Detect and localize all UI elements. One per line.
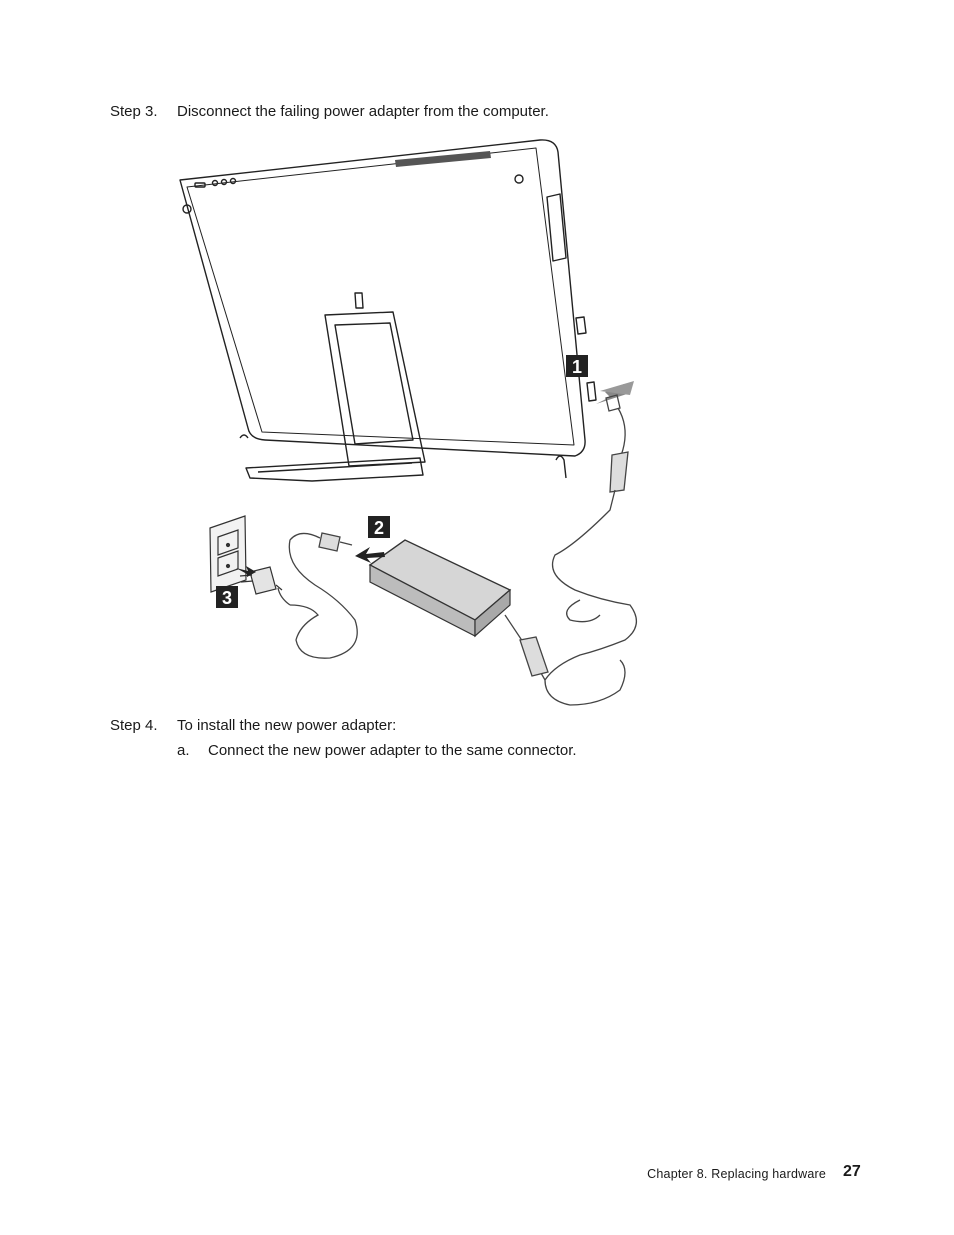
substep-text: Connect the new power adapter to the sam… bbox=[208, 742, 577, 759]
callout-badge-3: 3 bbox=[216, 586, 238, 608]
step-text: Disconnect the failing power adapter fro… bbox=[177, 103, 549, 120]
computer-stand bbox=[245, 292, 426, 482]
step-number: Step 4. bbox=[110, 717, 158, 734]
callout-badge-2: 2 bbox=[368, 516, 390, 538]
page-footer: Chapter 8. Replacing hardware 27 bbox=[0, 1163, 954, 1184]
substep-letter: a. bbox=[177, 742, 190, 759]
substep-a: a. Connect the new power adapter to the … bbox=[177, 742, 577, 760]
callout-1-arrow bbox=[596, 381, 634, 404]
callout-badge-1: 1 bbox=[566, 355, 588, 377]
step-text: To install the new power adapter: bbox=[177, 717, 397, 734]
step-3: Step 3. Disconnect the failing power ada… bbox=[110, 103, 549, 121]
callout-label-3: 3 bbox=[222, 588, 232, 608]
power-adapter-removal-illustration: 1 2 3 bbox=[179, 139, 637, 706]
step-4: Step 4. To install the new power adapter… bbox=[110, 717, 396, 735]
callout-3-arrow bbox=[236, 566, 256, 577]
chapter-title: Chapter 8. Replacing hardware bbox=[647, 1167, 826, 1181]
page-number: 27 bbox=[843, 1163, 861, 1180]
power-adapter-brick bbox=[368, 539, 512, 638]
vent-grille bbox=[395, 151, 491, 167]
callout-label-2: 2 bbox=[374, 518, 384, 538]
computer-back-panel bbox=[179, 139, 586, 457]
wall-outlet bbox=[209, 515, 247, 593]
callout-label-1: 1 bbox=[572, 357, 582, 377]
step-number: Step 3. bbox=[110, 103, 158, 120]
callout-2-arrow bbox=[355, 547, 385, 563]
